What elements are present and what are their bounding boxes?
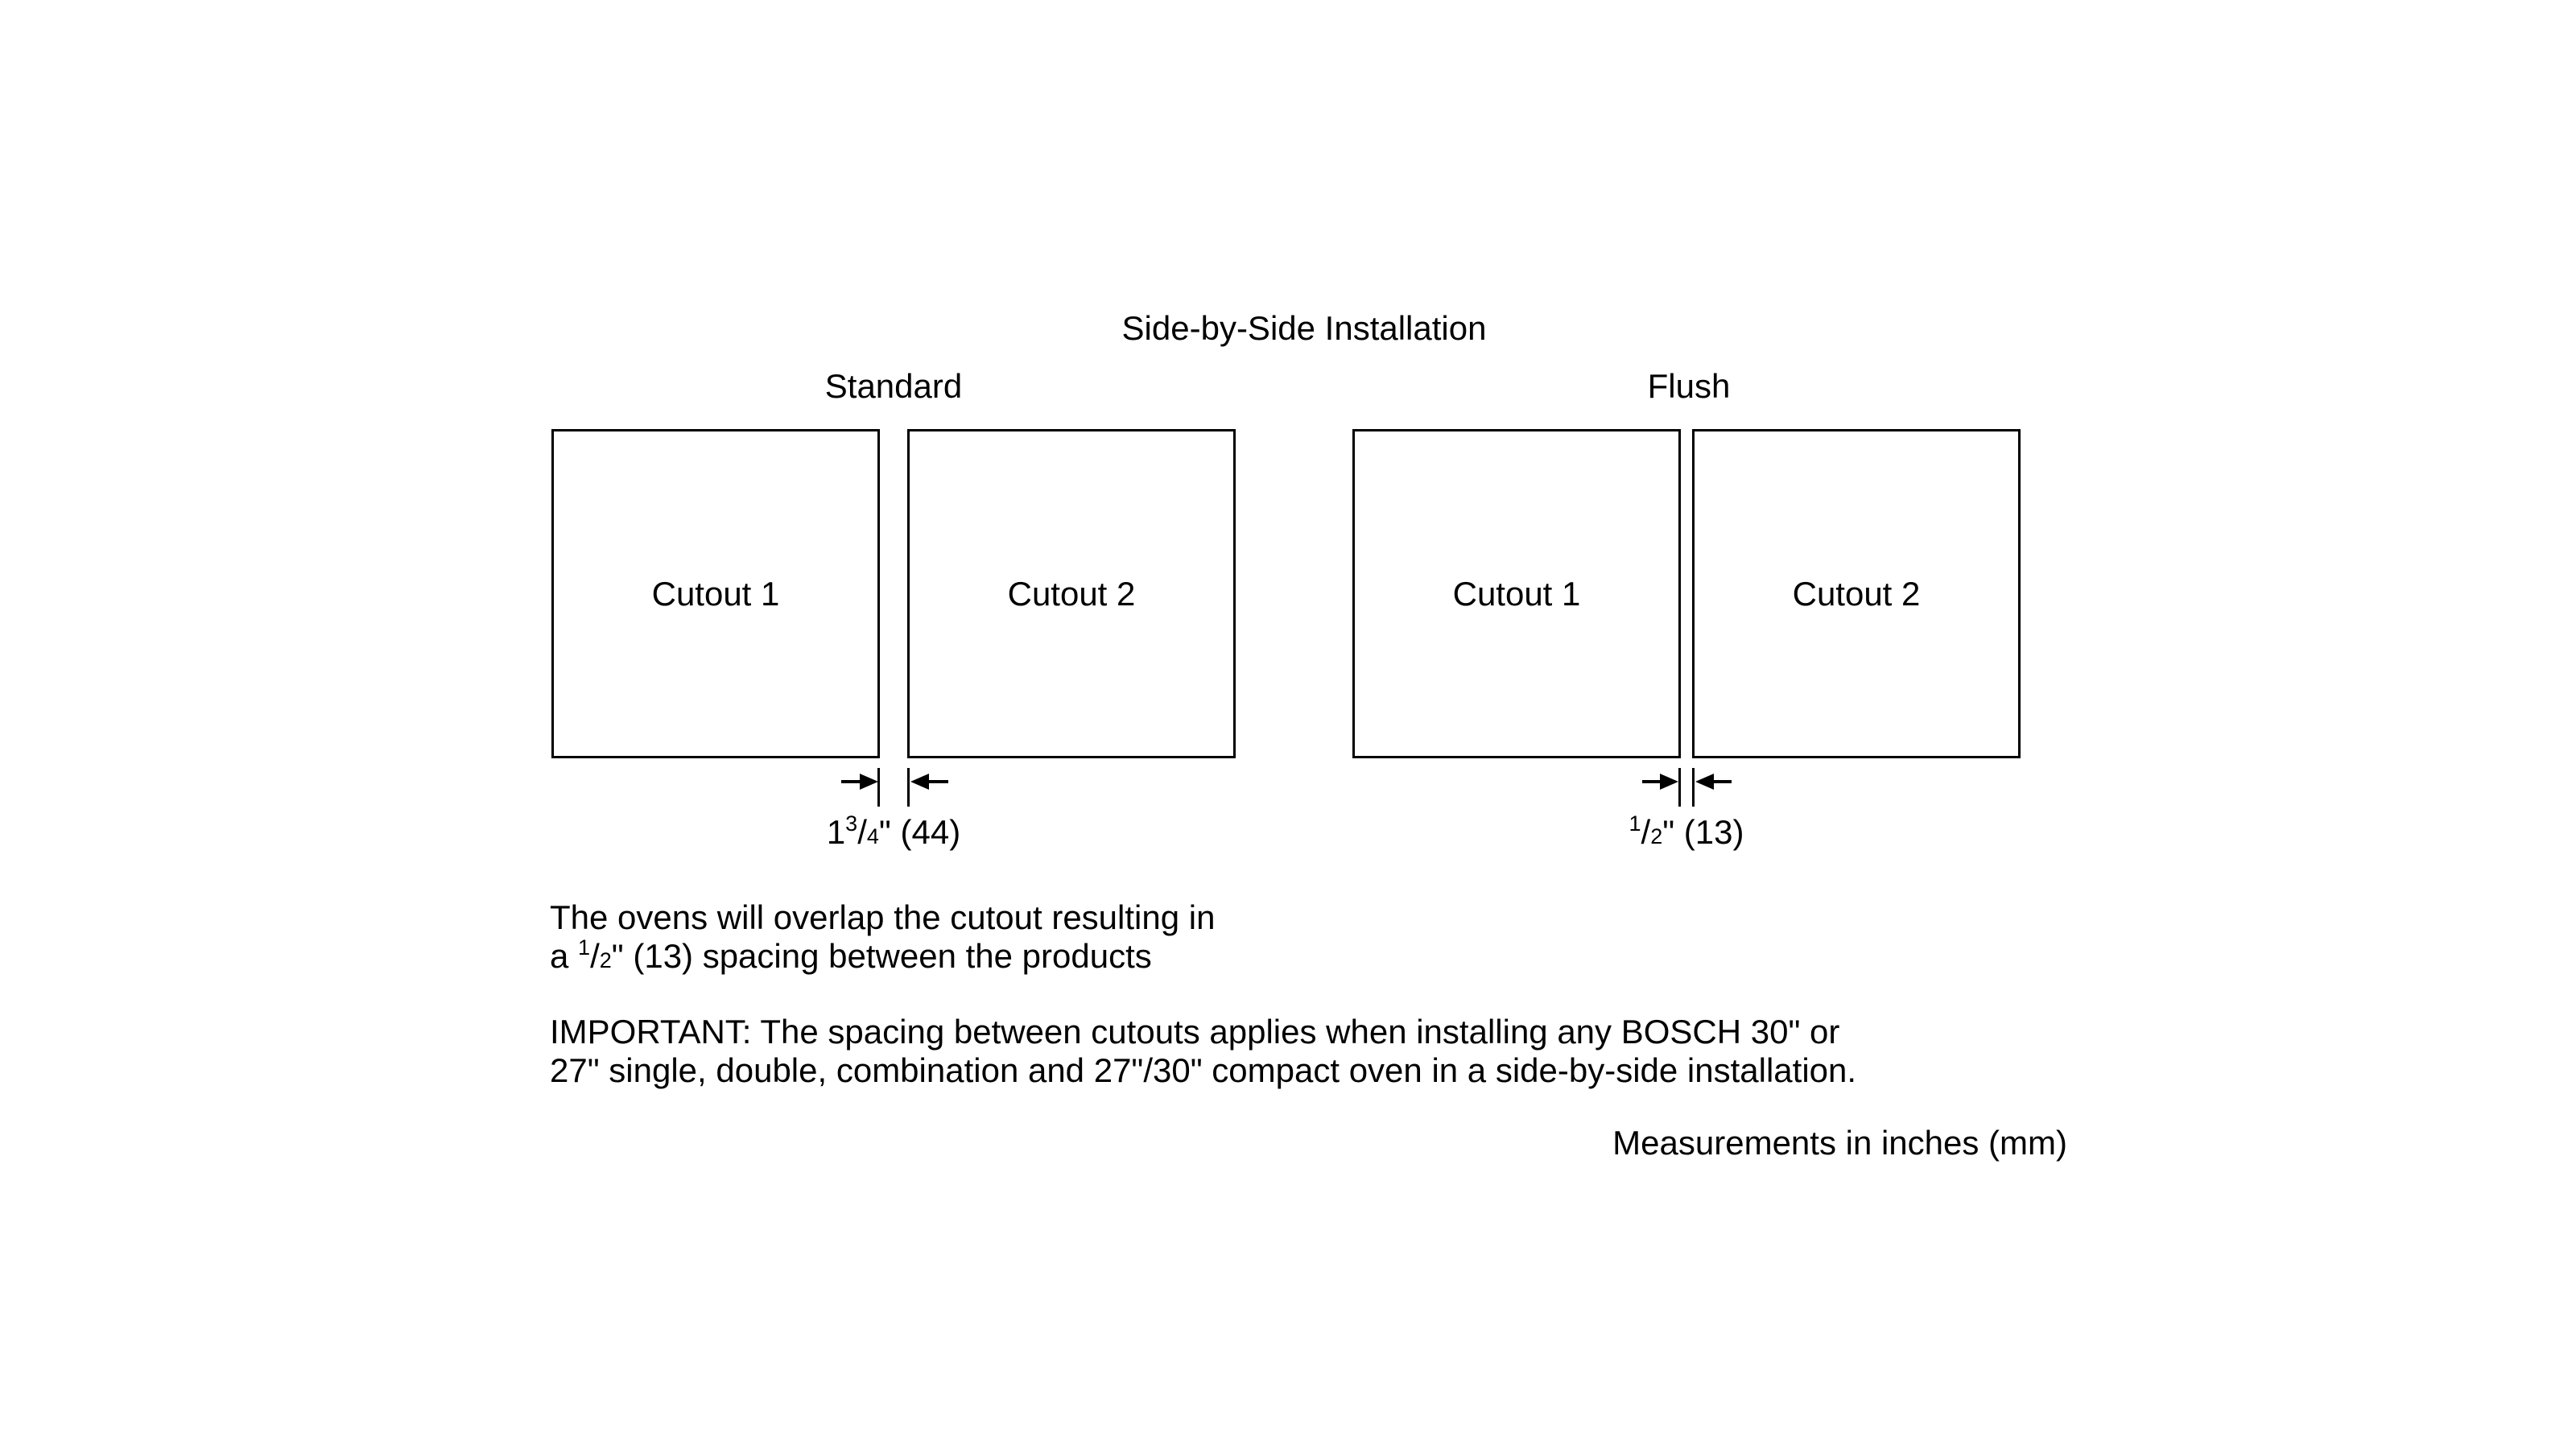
dim-numerator: 1: [1629, 811, 1641, 836]
overlap-note-line-1: The ovens will overlap the cutout result…: [550, 898, 1216, 936]
arrow-right-icon: [1660, 774, 1678, 790]
dim-slash: /: [1641, 813, 1651, 851]
standard-cutout-1-box: Cutout 1: [551, 429, 880, 758]
dim-arrow-line: [1711, 780, 1732, 783]
dim-suffix: " (13): [1662, 813, 1744, 851]
cutout-label: Cutout 2: [1792, 574, 1921, 613]
dim-tick-left: [1678, 768, 1681, 807]
units-note: Measurements in inches (mm): [1612, 1124, 2067, 1162]
dim-arrow-line: [841, 780, 865, 783]
flush-cutout-1-box: Cutout 1: [1352, 429, 1681, 758]
dim-denominator: 4: [866, 824, 879, 848]
overlap-note-frac-denominator: 2: [599, 948, 612, 972]
overlap-note-frac-slash: /: [590, 937, 600, 975]
standard-dimension-label: 13/4" (44): [827, 811, 960, 853]
cutout-label: Cutout 1: [651, 574, 780, 613]
flush-dimension-label: 1/2" (13): [1629, 811, 1744, 853]
cutout-label: Cutout 2: [1007, 574, 1136, 613]
dim-whole: 1: [826, 813, 846, 851]
dim-tick-left: [877, 768, 880, 807]
cutout-label: Cutout 1: [1452, 574, 1581, 613]
dim-suffix: " (44): [878, 813, 961, 851]
dim-denominator: 2: [1650, 824, 1663, 848]
dim-arrow-line: [1642, 780, 1662, 783]
dim-tick-right: [1692, 768, 1695, 807]
overlap-note: The ovens will overlap the cutout result…: [550, 898, 1215, 976]
important-note-line-1: IMPORTANT: The spacing between cutouts a…: [550, 1013, 1840, 1051]
overlap-note-text: a: [550, 937, 579, 975]
arrow-left-icon: [910, 774, 929, 790]
overlap-note-text: " (13) spacing between the products: [611, 937, 1152, 975]
flush-cutout-2-box: Cutout 2: [1692, 429, 2021, 758]
flush-label: Flush: [1647, 367, 1731, 405]
arrow-left-icon: [1695, 774, 1714, 790]
overlap-note-line-2: a 1/2" (13) spacing between the products: [550, 937, 1215, 976]
dim-slash: /: [857, 813, 867, 851]
standard-cutout-2-box: Cutout 2: [907, 429, 1236, 758]
dim-tick-right: [907, 768, 910, 807]
dim-arrow-line: [924, 780, 948, 783]
important-note-line-2: 27" single, double, combination and 27"/…: [550, 1051, 1857, 1089]
dim-numerator: 3: [845, 811, 858, 836]
important-note: IMPORTANT: The spacing between cutouts a…: [550, 1013, 1856, 1090]
standard-label: Standard: [824, 367, 963, 405]
overlap-note-frac-numerator: 1: [578, 935, 591, 960]
arrow-right-icon: [860, 774, 878, 790]
figure-title: Side-by-Side Installation: [1121, 309, 1487, 347]
